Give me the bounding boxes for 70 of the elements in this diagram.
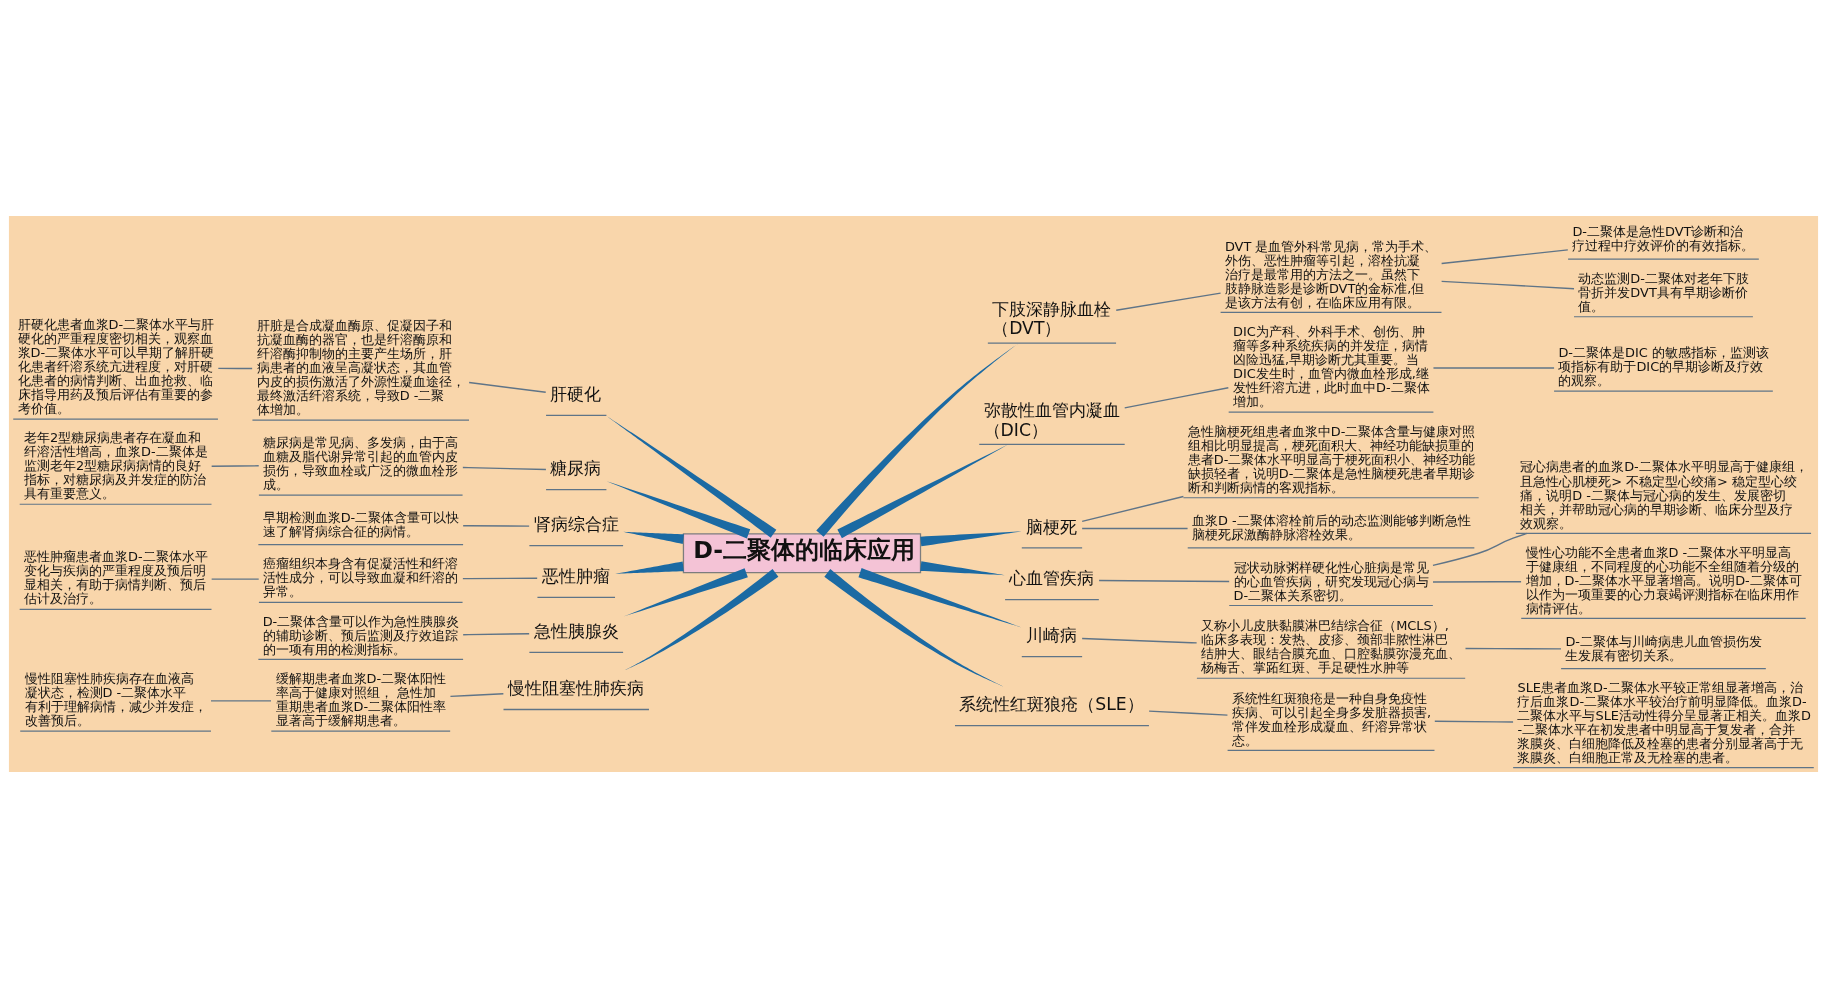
node-text: 糖尿病是常见病、多发病，由于高血糖及脂代谢异常引起的血管内皮损伤，导致血栓或广泛的微血栓形成。 [263, 434, 459, 492]
connector [1432, 366, 1555, 369]
node-text: 慢性阻塞性肺疾病 [507, 677, 644, 698]
connector [1432, 580, 1522, 583]
connector [210, 699, 272, 702]
connector [1081, 637, 1198, 644]
connector [1432, 532, 1528, 566]
connector [462, 632, 530, 635]
node-text: SLE患者血浆D-二聚体水平较正常组显著增高，治疗后血浆D-二聚体水平较治疗前明显降低。血浆D-二聚体水平与SLE活动性得分呈显著正相关。血浆D-二聚体水平在初发患者中明显高于复发者，合并浆膜炎、白细胞降低及栓塞的患者分别显著高于无浆膜炎、白细胞正常及无栓塞的患者。 [1517, 679, 1811, 765]
connector [1081, 495, 1185, 522]
connector [858, 567, 1022, 627]
node-text: 慢性阻塞性肺疾病存在血液高凝状态，检测D -二聚体水平有利于理解病情，减少并发症，改善预后。 [24, 670, 207, 728]
connector [1098, 579, 1230, 582]
connector [462, 466, 547, 470]
connector [816, 342, 1019, 537]
node-text: 肝脏是合成凝血酶原、促凝因子和抗凝血酶的器官，也是纤溶酶原和纤溶酶抑制物的主要产生场所，肝病患者的血液呈高凝状态，其血管内皮的损伤激活了外源性凝血途径，最终激活纤溶系统，导致D -二聚体增加。 [256, 317, 465, 417]
connector [1148, 709, 1229, 716]
connector [1464, 647, 1562, 650]
connector [1440, 248, 1569, 264]
node-text: 老年2型糖尿病患者存在凝血和纤溶活性增高，血浆D-二聚体是监测老年2型糖尿病病情的良好指标，对糖尿病及并发症的防治具有重要意义。 [24, 429, 208, 501]
node-text: 又称小儿皮肤黏膜淋巴结综合征（MCLS）,临床多表现：发热、皮疹、颈部非脓性淋巴结肿大、眼结合膜充血、口腔黏膜弥漫充血、杨梅舌、掌跖红斑、手足硬性水肿等 [1201, 617, 1462, 675]
connector [920, 530, 1022, 546]
node-text: DVT 是血管外科常见病，常为手术、外伤、恶性肿瘤等引起，溶栓抗凝治疗是最常用的方法之一。虽然下肢静脉造影是诊断DVT的金标准,但是该方法有创，在临床应用有限。 [1224, 238, 1438, 310]
node-text: 冠心病患者的血浆D-二聚体水平明显高于健康组，且急性心肌梗死> 不稳定型心绞痛> 稳定型心绞痛，说明D -二聚体与冠心病的发生、发展密切相关，并帮助冠心病的早期诊断、临床分型及疗效观察。 [1520, 458, 1808, 531]
node-text: 缓解期患者血浆D-二聚体阳性率高于健康对照组， 急性加重期患者血浆D-二聚体阳性率显著高于缓解期患者。 [275, 670, 447, 728]
node-text: 肝硬化 [550, 383, 602, 404]
connector [1440, 280, 1575, 289]
connector [210, 464, 260, 467]
node-text: D-二聚体是急性DVT诊断和治疗过程中疗效评价的有效指标。 [1572, 223, 1755, 253]
node-text: 癌瘤组织本身含有促凝活性和纤溶活性成分，可以导致血凝和纤溶的异常。 [263, 555, 459, 599]
node-text: 川崎病 [1026, 624, 1078, 645]
connector [462, 577, 538, 579]
connector [468, 381, 547, 393]
node-box: D-二聚体的临床应用 [682, 532, 922, 573]
connector [623, 568, 779, 671]
node-text: 急性胰腺炎 [533, 620, 619, 641]
connector [217, 367, 253, 369]
node-text: 肝硬化患者血浆D-二聚体水平与肝硬化的严重程度密切相关，观察血浆D-二聚体水平可以早期了解肝硬化患者纤溶系统亢进程度，对肝硬化患者的病情判断、出血抢救、临床指导用药及预后评估有重要的参考价值。 [17, 316, 215, 416]
node-text: 恶性肿瘤患者血浆D-二聚体水平变化与疾病的严重程度及预后明显相关，有助于病情判断、预后估计及治疗。 [24, 548, 208, 606]
node-text: D-二聚体含量可以作为急性胰腺炎的辅助诊断、预后监测及疗效追踪的一项有用的检测指标。 [262, 613, 460, 657]
connector [615, 561, 684, 574]
connector [623, 531, 684, 544]
connector [1081, 527, 1189, 529]
connector [462, 524, 530, 527]
node-text: 血浆D -二聚体溶栓前后的动态监测能够判断急性脑梗死尿激酶静脉溶栓效果。 [1192, 512, 1471, 542]
connector [449, 692, 505, 697]
node-text: 急性脑梗死组患者血浆中D-二聚体含量与健康对照组相比明显提高，梗死面积大、神经功能缺损重的患者D-二聚体水平明显高于梗死面积小、神经功能缺损轻者，说明D-二聚体是急性脑梗死患者早期诊断和判断病情的客观指标。 [1187, 423, 1476, 495]
node-text: DIC为产科、外科手术、创伤、肿瘤等多种系统疾病的并发症，病情凶险迅猛,早期诊断尤其重要。当DIC发生时，血管内微血栓形成,继发性纤溶亢进，此时血中D-二聚体增加。 [1232, 323, 1430, 409]
node-text: 系统性红斑狼疮（SLE） [959, 693, 1144, 714]
node-text: 恶性肿瘤 [541, 565, 610, 586]
node-text: 慢性心功能不全患者血浆D -二聚体水平明显高于健康组，不同程度的心功能不全组随着分级的增加，D-二聚体水平显著增高。说明D-二聚体可以作为一项重要的心力衰竭评测指标在临床用作病情评估。 [1525, 544, 1802, 616]
connector [1124, 386, 1230, 409]
node-text: 肾病综合症 [533, 513, 619, 534]
connector [1115, 291, 1222, 311]
node-text: D-二聚体是DIC 的敏感指标，监测该项指标有助于DIC的早期诊断及疗效的观察。 [1558, 344, 1769, 388]
node-text: 下肢深静脉血栓（DVT） [992, 298, 1112, 338]
connector [210, 577, 260, 580]
connector [623, 567, 748, 617]
connector [837, 444, 1008, 538]
node-text: 弥散性血管内凝血（DIC） [983, 399, 1120, 440]
node-text: 系统性红斑狼疮是一种自身免疫性疾病、可以引起全身多发脏器损害,常伴发血栓形成凝血、纤溶异常状态。 [1231, 690, 1432, 748]
node-text: 心血管疾病 [1009, 567, 1095, 588]
node-text: 冠状动脉粥样硬化性心脏病是常见的心血管疾病，研究发现冠心病与D-二聚体关系密切。 [1233, 559, 1429, 603]
node-text: 动态监测D-二聚体对老年下肢骨折并发DVT具有早期诊断价值。 [1578, 270, 1749, 314]
node-text: 糖尿病 [550, 457, 602, 478]
connector [1434, 720, 1514, 723]
node-text: D-二聚体与川崎病患儿血管损伤发生发展有密切关系。 [1565, 633, 1763, 663]
connector [606, 480, 751, 538]
node-text: 脑梗死 [1026, 516, 1078, 537]
node-text: 早期检测血浆D-二聚体含量可以快速了解肾病综合征的病情。 [262, 509, 460, 539]
